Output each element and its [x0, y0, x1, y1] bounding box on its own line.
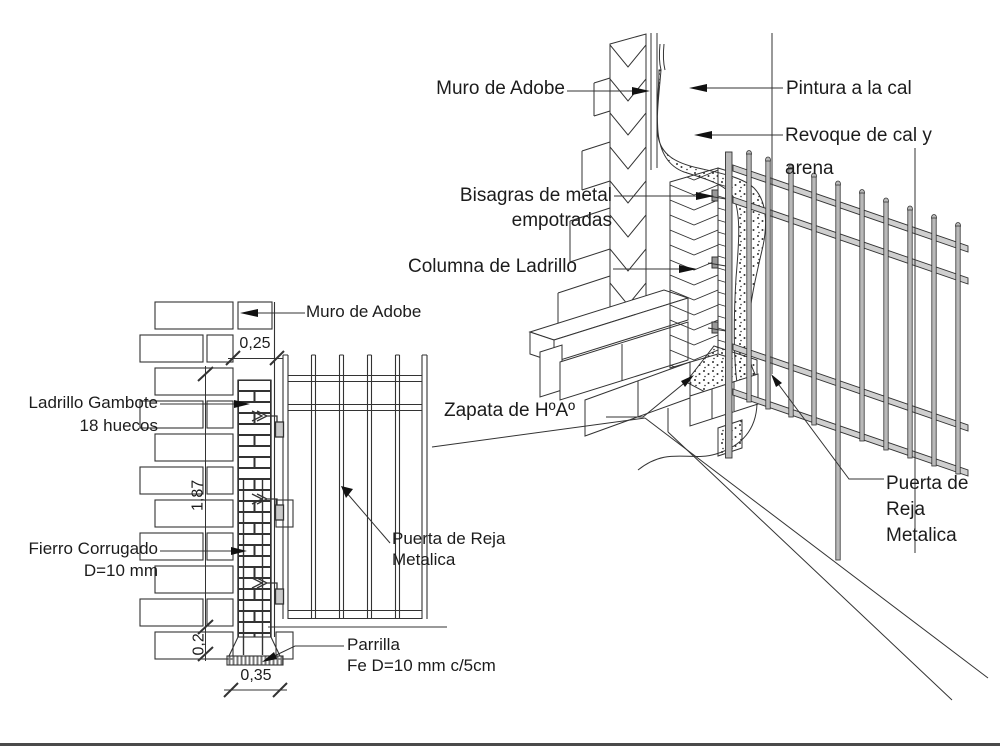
label-parrilla-line2: Fe D=10 mm c/5cm	[347, 656, 496, 675]
label-revoque-line2: arena	[785, 158, 834, 179]
label-muro-adobe-section: Muro de Adobe	[306, 302, 422, 321]
parrilla-grill	[226, 655, 284, 666]
lintel-beam-iso	[528, 289, 690, 363]
iso-leader-lines	[567, 87, 884, 480]
label-fierro-corrugado-line2: D=10 mm	[83, 561, 158, 580]
iso-view-linework	[431, 33, 989, 701]
label-ladrillo-gambote-line1: Ladrillo Gambote	[28, 393, 158, 412]
label-revoque-line1: Revoque de cal y	[785, 125, 932, 146]
label-parrilla-line1: Parrilla	[347, 635, 400, 654]
section-leader-arrows	[231, 309, 353, 662]
dimension-lines	[197, 350, 288, 698]
brick-column-section	[237, 302, 276, 655]
dimension-footing-height: 0,2	[190, 633, 208, 656]
dimension-column-width: 0,25	[239, 335, 271, 352]
break-line-squiggle	[637, 403, 758, 471]
label-puerta-reja-iso-line1: Puerta de	[886, 473, 969, 494]
ground-lines-iso	[431, 403, 989, 701]
wall-steps	[557, 77, 611, 330]
label-zapata: Zapata de HºAº	[444, 400, 576, 421]
label-columna-de-ladrillo: Columna de Ladrillo	[408, 256, 577, 277]
gate-bars-iso	[746, 150, 961, 561]
label-fierro-corrugado-line1: Fierro Corrugado	[28, 539, 158, 558]
hinge-symbols-iso	[707, 189, 727, 334]
adobe-wall-bricks	[139, 301, 294, 660]
label-ladrillo-gambote-line2: 18 huecos	[79, 416, 158, 435]
footing-section	[228, 636, 281, 657]
label-pintura-a-la-cal: Pintura a la cal	[786, 78, 912, 99]
section-view-linework	[139, 301, 447, 698]
hinge-symbols-section	[251, 410, 285, 605]
section-leader-lines	[160, 312, 391, 660]
dimension-column-height: 1,87	[189, 479, 207, 511]
adobe-wall-iso	[609, 33, 647, 343]
label-muro-adobe-iso: Muro de Adobe	[436, 78, 565, 99]
label-bisagras-line1: Bisagras de metal	[459, 185, 612, 206]
label-puerta-reja-section-line1: Puerta de Reja	[392, 529, 506, 548]
brick-column-iso	[669, 167, 719, 369]
gate-post-iso	[725, 151, 733, 459]
gate-section	[282, 354, 428, 620]
label-puerta-reja-iso-line3: Metalica	[886, 525, 957, 546]
label-puerta-reja-iso-line2: Reja	[886, 499, 926, 520]
iso-leader-arrows	[632, 84, 782, 387]
dimension-footing-width: 0,35	[240, 667, 272, 684]
label-puerta-reja-section-line2: Metalica	[392, 550, 456, 569]
label-bisagras-line2: empotradas	[511, 210, 612, 231]
